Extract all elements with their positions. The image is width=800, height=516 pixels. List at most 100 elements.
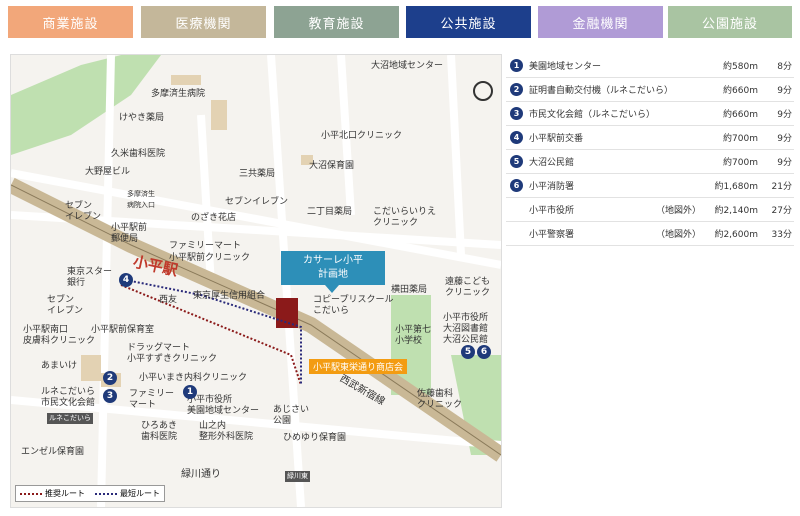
map-base: [11, 55, 501, 507]
map-label: こだいらいりえ クリニック: [373, 207, 437, 228]
map-label: 三共薬局: [239, 169, 276, 179]
site-callout: カサーレ小平 計画地: [281, 251, 385, 293]
map-label: ファミリーマート: [169, 241, 242, 251]
facility-distance: 約700m: [723, 134, 758, 144]
facility-name: 小平駅前交番: [529, 134, 584, 144]
map-pin[interactable]: 5: [461, 345, 475, 359]
facility-row: 1 美園地域センター 約580m 8分: [506, 54, 794, 78]
map-pin[interactable]: 3: [103, 389, 117, 403]
map-label: 遠藤こども クリニック: [445, 277, 491, 298]
map-label: 小平駅前クリニック: [169, 253, 251, 263]
facility-number: 1: [510, 59, 523, 72]
map-label: あじさい 公園: [273, 405, 310, 426]
map-label: ひろあき 歯科医院: [141, 421, 178, 442]
map-label: 西友: [159, 295, 178, 305]
map-pin[interactable]: 4: [119, 273, 133, 287]
map-label: 山之内 整形外科医院: [199, 421, 254, 442]
map-label: 東京スター 銀行: [67, 267, 113, 288]
category-tabs: 商業施設 医療機関 教育施設 公共施設 金融機関 公園施設: [8, 6, 792, 40]
map-label: ドラッグマート 小平すずきクリニック: [127, 343, 218, 364]
map-label: 小平市役所 美園地域センター: [187, 395, 260, 416]
map-label: 横田薬局: [391, 285, 428, 295]
facility-walk-time: 9分: [777, 158, 792, 168]
facility-walk-time: 9分: [777, 86, 792, 96]
facility-number: 6: [510, 179, 523, 192]
map-label: 久米歯科医院: [111, 149, 166, 159]
facility-number: 4: [510, 131, 523, 144]
map-label: あまいけ: [41, 361, 78, 371]
facility-distance: 約660m: [723, 110, 758, 120]
facility-name: 市民文化会館（ルネこだいら）: [529, 110, 656, 120]
facility-row: 2 証明書自動交付機（ルネこだいら） 約660m 9分: [506, 78, 794, 102]
map-pin[interactable]: 6: [477, 345, 491, 359]
facility-name: 小平市役所: [529, 206, 575, 216]
facility-number: 5: [510, 155, 523, 168]
map-pin[interactable]: 1: [183, 385, 197, 399]
map-label: 東京厚生信用組合: [193, 291, 266, 301]
route-legend: 推奨ルート 最短ルート: [15, 485, 165, 502]
map-label: 多摩済生病院: [151, 89, 206, 99]
map-label: ファミリー マート: [129, 389, 175, 410]
map-label: のざき花店: [191, 213, 237, 223]
map-label: 佐藤歯科 クリニック: [417, 389, 463, 410]
facility-row: 5 大沼公民館 約700m 9分: [506, 150, 794, 174]
facility-walk-time: 8分: [777, 62, 792, 72]
legend-shortest: 最短ルート: [95, 488, 160, 499]
facility-distance: 約700m: [723, 158, 758, 168]
facility-name: 美園地域センター: [529, 62, 602, 72]
map-label: 小平駅前 郵便局: [111, 223, 148, 244]
facility-row: 小平市役所 （地図外） 約2,140m 27分: [506, 198, 794, 222]
facility-number: 3: [510, 107, 523, 120]
map-label: セブン イレブン: [65, 201, 102, 222]
facility-walk-time: 9分: [777, 110, 792, 120]
shopping-street-tag: 小平駅東栄通り商店会: [309, 359, 408, 374]
facility-distance: 約660m: [723, 86, 758, 96]
map-label: 小平駅前保育室: [91, 325, 155, 335]
map-label: 緑川通り: [181, 469, 221, 480]
map-label: けやき薬局: [119, 113, 165, 123]
facility-name: 小平消防署: [529, 182, 575, 192]
map-label: 小平いまき内科クリニック: [139, 373, 248, 383]
facility-distance: 約2,600m: [714, 230, 758, 240]
map-label: 小平駅南口 皮膚科クリニック: [23, 325, 96, 346]
map-label: ルネこだいら: [47, 413, 93, 424]
facility-distance: 約2,140m: [714, 206, 758, 216]
facility-walk-time: 9分: [777, 134, 792, 144]
area-map: 大沼地域センター 多摩済生病院 けやき薬局 久米歯科医院 大野屋ビル 多摩済生 …: [10, 54, 502, 508]
facility-row: 4 小平駅前交番 約700m 9分: [506, 126, 794, 150]
facility-note: （地図外）: [656, 206, 702, 216]
map-label: 大沼保育園: [309, 161, 355, 171]
facility-walk-time: 21分: [771, 182, 792, 192]
map-label: 大野屋ビル: [85, 167, 131, 177]
site-label-line1: カサーレ小平: [303, 255, 363, 266]
map-label: ルネこだいら 市民文化会館: [41, 387, 96, 408]
map-label: 大沼地域センター: [371, 61, 444, 71]
tab-finance[interactable]: 金融機関: [538, 6, 663, 38]
facility-distance: 約580m: [723, 62, 758, 72]
legend-recommended: 推奨ルート: [20, 488, 85, 499]
facility-row: 6 小平消防署 約1,680m 21分: [506, 174, 794, 198]
map-label: エンゼル保育園: [21, 447, 85, 457]
facility-name: 大沼公民館: [529, 158, 575, 168]
tab-commercial[interactable]: 商業施設: [8, 6, 133, 38]
facility-note: （地図外）: [656, 230, 702, 240]
map-label: 小平第七 小学校: [395, 325, 432, 346]
map-pin[interactable]: 2: [103, 371, 117, 385]
facility-walk-time: 27分: [771, 206, 792, 216]
facility-row: 3 市民文化会館（ルネこだいら） 約660m 9分: [506, 102, 794, 126]
tab-public[interactable]: 公共施設: [406, 6, 531, 38]
tab-medical[interactable]: 医療機関: [141, 6, 266, 38]
facility-name: 証明書自動交付機（ルネこだいら）: [529, 86, 674, 96]
facility-distance: 約1,680m: [714, 182, 758, 192]
map-label: 小平市役所 大沼図書館 大沼公民館: [443, 313, 489, 345]
map-label: 緑川東: [285, 471, 310, 482]
map-label: 小平北口クリニック: [321, 131, 403, 141]
map-label: コピープリスクール こだいら: [313, 295, 394, 316]
facility-list: 1 美園地域センター 約580m 8分 2 証明書自動交付機（ルネこだいら） 約660m 9分…: [506, 54, 794, 246]
tab-education[interactable]: 教育施設: [274, 6, 399, 38]
map-label: セブンイレブン: [225, 197, 289, 207]
map-label: 二丁目薬局: [307, 207, 353, 217]
facility-number: 2: [510, 83, 523, 96]
tab-park[interactable]: 公園施設: [668, 6, 792, 38]
map-label: セブン イレブン: [47, 295, 84, 316]
